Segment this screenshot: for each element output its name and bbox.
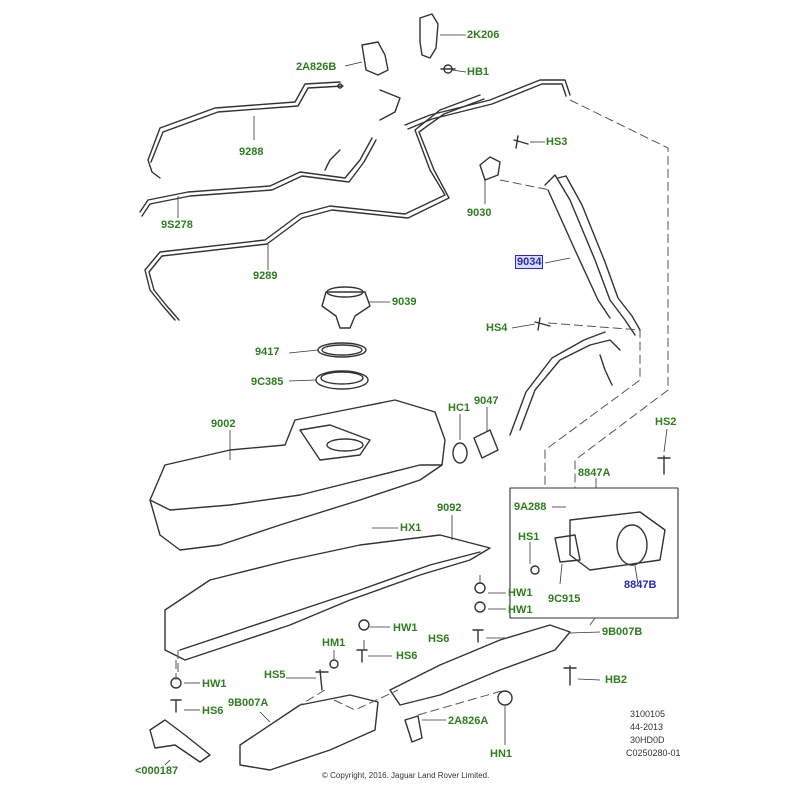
part-label-hw1-c[interactable]: HW1: [393, 622, 418, 634]
part-label-9s278[interactable]: 9S278: [161, 219, 193, 231]
part-label-9002[interactable]: 9002: [211, 418, 236, 430]
lock-ring-9c385: [315, 370, 369, 390]
part-label-9092[interactable]: 9092: [437, 502, 462, 514]
part-label-hm1[interactable]: HM1: [322, 637, 346, 649]
part-label-hs1[interactable]: HS1: [518, 531, 540, 543]
part-label-000187[interactable]: <000187: [135, 765, 179, 777]
fuel-line-9288: [147, 81, 341, 179]
part-label-hs4[interactable]: HS4: [486, 322, 508, 334]
reference-line: 3100105: [630, 709, 666, 719]
nut-hn1: [497, 690, 513, 706]
part-label-hs6-c[interactable]: HS6: [202, 705, 224, 717]
fuel-line-9289: [144, 94, 481, 321]
reference-block: 3100105 44-2013 30HD0D C0250280-01: [626, 708, 681, 760]
heat-shield-9b007b: [389, 624, 571, 706]
fuel-line-9s278: [139, 137, 373, 213]
part-label-hb2[interactable]: HB2: [605, 674, 628, 686]
part-label-hs6-b[interactable]: HS6: [396, 650, 418, 662]
heat-shield-9b007a: [239, 694, 379, 771]
part-label-9b007a[interactable]: 9B007A: [228, 697, 269, 709]
part-label-hw1-a[interactable]: HW1: [508, 587, 533, 599]
connector-2k206: [419, 13, 439, 59]
clamp-hc1: [452, 442, 468, 464]
part-label-hs6-a[interactable]: HS6: [428, 633, 450, 645]
part-label-9b007b[interactable]: 9B007B: [602, 626, 643, 638]
part-label-hb1[interactable]: HB1: [467, 66, 490, 78]
copyright-notice: © Copyright, 2016. Jaguar Land Rover Lim…: [322, 771, 490, 780]
part-label-hs5[interactable]: HS5: [264, 669, 286, 681]
bracket-2a826b: [361, 41, 389, 76]
part-label-hw1-d[interactable]: HW1: [202, 678, 227, 690]
filler-pipe-9034: [544, 174, 636, 336]
part-label-9047[interactable]: 9047: [474, 395, 499, 407]
bracket-2a826a: [404, 715, 423, 743]
part-label-9c915[interactable]: 9C915: [548, 593, 581, 605]
part-label-9417[interactable]: 9417: [255, 346, 280, 358]
reference-line: 30HD0D: [630, 735, 665, 745]
canister-8847a: [569, 511, 666, 571]
part-label-8847b[interactable]: 8847B: [624, 579, 657, 591]
part-label-2a826b[interactable]: 2A826B: [296, 61, 337, 73]
part-label-8847a[interactable]: 8847A: [578, 467, 611, 479]
part-label-9288[interactable]: 9288: [239, 146, 264, 158]
part-label-2a826a[interactable]: 2A826A: [448, 715, 489, 727]
part-label-9a288[interactable]: 9A288: [514, 501, 547, 513]
part-label-2k206[interactable]: 2K206: [467, 29, 500, 41]
clip-9030: [479, 156, 501, 181]
heat-shield-9092: [164, 534, 491, 661]
reference-line: C0250280-01: [626, 748, 681, 758]
fuel-sender-9039: [321, 291, 371, 329]
part-label-hx1[interactable]: HX1: [400, 522, 422, 534]
part-label-9c385[interactable]: 9C385: [251, 376, 284, 388]
part-label-9034[interactable]: 9034: [515, 255, 544, 269]
part-label-9039[interactable]: 9039: [392, 296, 417, 308]
part-label-9030[interactable]: 9030: [467, 207, 492, 219]
part-label-hw1-b[interactable]: HW1: [508, 604, 533, 616]
part-label-hs2[interactable]: HS2: [655, 416, 677, 428]
hose-9047: [473, 429, 499, 459]
fuel-tank-9002: [149, 399, 446, 551]
part-label-9289[interactable]: 9289: [253, 270, 278, 282]
part-label-hn1[interactable]: HN1: [490, 748, 513, 760]
reference-line: 44-2013: [630, 722, 664, 732]
part-label-hs3[interactable]: HS3: [546, 136, 568, 148]
part-label-hc1[interactable]: HC1: [448, 402, 471, 414]
valve-9c915: [554, 534, 581, 563]
bracket-000187: [149, 719, 211, 763]
